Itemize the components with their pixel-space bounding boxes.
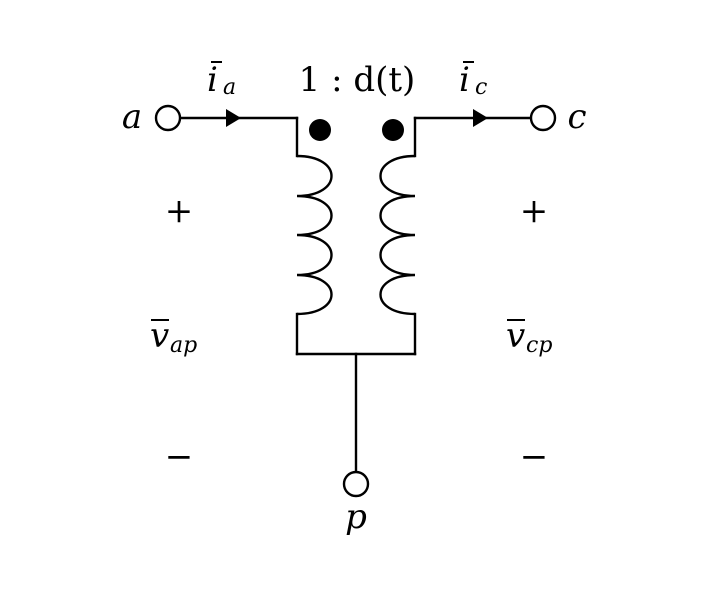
voltage-right-symbol: v xyxy=(506,316,525,356)
current-arrow-right xyxy=(473,109,488,127)
wires xyxy=(178,116,533,474)
terminal-label-a: a xyxy=(122,97,142,137)
voltage-left-symbol: v xyxy=(150,316,169,356)
terminal-a xyxy=(154,104,182,132)
voltage-label-right: v cp xyxy=(506,316,552,358)
current-left-symbol: i xyxy=(207,60,218,100)
voltage-left-minus: − xyxy=(165,437,194,477)
voltage-label-left: v ap xyxy=(150,316,197,358)
primary-coil xyxy=(296,154,333,316)
voltage-right-plus: + xyxy=(520,191,549,231)
voltage-right-minus: − xyxy=(520,437,549,477)
current-right-subscript: c xyxy=(475,75,487,100)
current-label-right: i c xyxy=(459,60,487,100)
current-right-symbol: i xyxy=(459,60,470,100)
voltage-right-subscript: cp xyxy=(526,333,552,358)
current-label-left: i a xyxy=(207,60,236,100)
secondary-polarity-dot xyxy=(382,119,404,141)
current-left-subscript: a xyxy=(223,75,236,100)
secondary-coil xyxy=(379,154,416,316)
terminal-label-p: p xyxy=(345,497,367,537)
voltage-left-plus: + xyxy=(165,191,194,231)
primary-polarity-dot xyxy=(309,119,331,141)
turns-ratio-label: 1 : d(t) xyxy=(299,60,416,100)
terminal-c xyxy=(529,104,557,132)
terminal-p xyxy=(342,470,370,498)
voltage-left-subscript: ap xyxy=(170,333,197,358)
current-arrow-left xyxy=(226,109,241,127)
terminal-label-c: c xyxy=(567,97,586,137)
